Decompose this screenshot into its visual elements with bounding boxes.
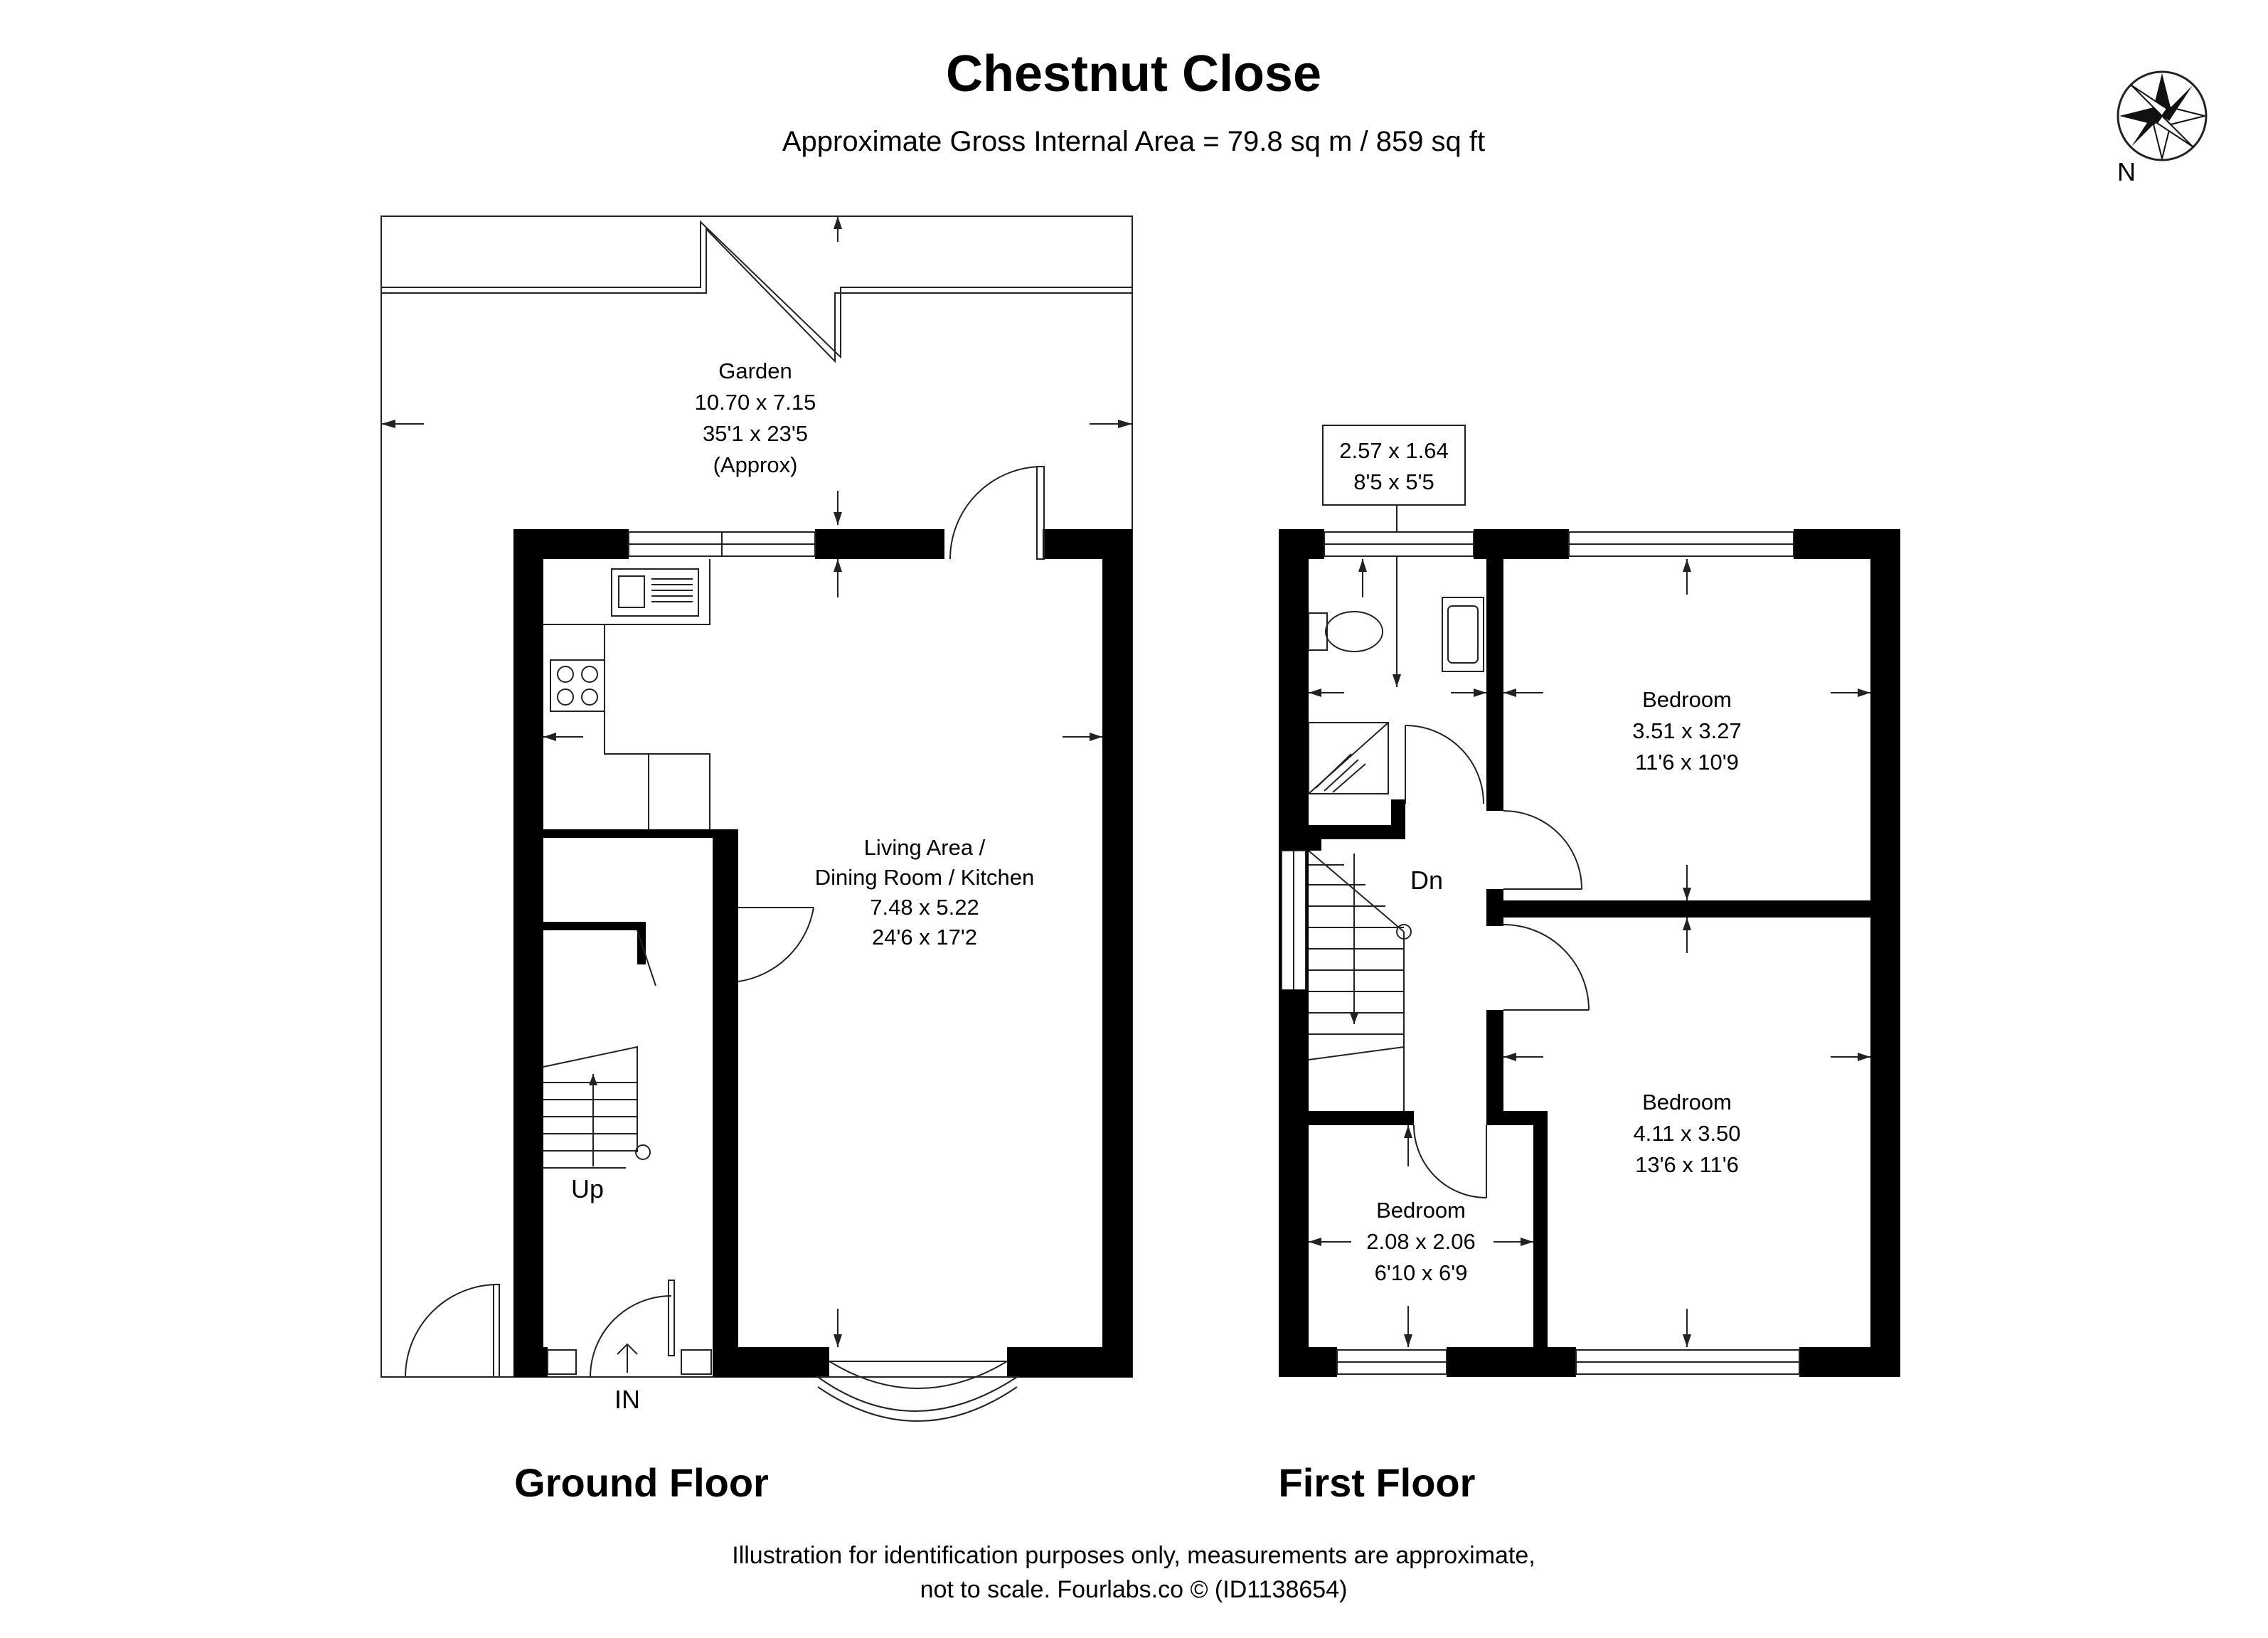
bedroom-2-metric-size: 4.11 x 3.50 (1633, 1121, 1740, 1146)
kitchen-units (543, 559, 710, 829)
stairs-down-label: Dn (1410, 866, 1443, 895)
bathroom-metric-size: 2.57 x 1.64 (1339, 438, 1448, 463)
first-floor-dimension-arrows (1309, 559, 1870, 1347)
garden-imperial-size: 35'1 x 23'5 (703, 421, 808, 446)
ground-floor-title: Ground Floor (514, 1460, 769, 1505)
page-subtitle: Approximate Gross Internal Area = 79.8 s… (782, 126, 1485, 157)
compass-north-label: N (2117, 157, 2136, 186)
rear-window-icon (628, 531, 816, 557)
bedroom-1-door-icon (1503, 810, 1582, 890)
stairs-up-label: Up (571, 1174, 604, 1203)
first-floor-walls (1279, 529, 1900, 1377)
first-floor-stairs (1308, 850, 1412, 1111)
garden-dimension-arrows (381, 216, 1132, 525)
bedroom-2-imperial-size: 13'6 x 11'6 (1635, 1152, 1739, 1177)
bathroom-imperial-size: 8'5 x 5'5 (1353, 469, 1434, 494)
disclaimer-line-1: Illustration for identification purposes… (732, 1542, 1535, 1569)
bedroom-3-door-icon (1413, 1124, 1487, 1198)
living-label-line2: Dining Room / Kitchen (815, 865, 1034, 890)
bedroom-1-metric-size: 3.51 x 3.27 (1632, 718, 1741, 743)
garden-metric-size: 10.70 x 7.15 (695, 390, 816, 415)
bedroom-3-imperial-size: 6'10 x 6'9 (1375, 1260, 1468, 1285)
basin-icon (1442, 597, 1484, 672)
ground-floor-plan: Garden 10.70 x 7.15 35'1 x 23'5 (Approx)… (380, 216, 1133, 1422)
shower-icon (1308, 722, 1389, 794)
garden-approx-note: (Approx) (713, 452, 798, 477)
toilet-icon (1308, 611, 1383, 652)
living-door-icon (738, 907, 814, 982)
bedroom-1-label: Bedroom (1642, 687, 1732, 712)
first-floor-title: First Floor (1279, 1460, 1476, 1505)
living-dimension-arrows (543, 559, 1102, 1347)
living-label-line1: Living Area / (864, 835, 986, 860)
bedroom-3-label: Bedroom (1376, 1198, 1466, 1223)
disclaimer-line-2: not to scale. Fourlabs.co © (ID1138654) (920, 1576, 1348, 1603)
front-door-icon (547, 1280, 712, 1378)
hob-icon (550, 659, 605, 712)
garden-gate-icon (405, 1284, 500, 1378)
entrance-label: IN (614, 1385, 640, 1414)
sink-icon (651, 578, 693, 602)
bedroom-3-metric-size: 2.08 x 2.06 (1366, 1229, 1475, 1254)
page-title: Chestnut Close (946, 46, 1321, 102)
ground-floor-walls (513, 529, 1132, 1377)
bedroom-2-label: Bedroom (1642, 1090, 1732, 1115)
garden-label: Garden (718, 358, 792, 383)
bathroom-door-icon (1405, 725, 1484, 804)
bay-window-icon (815, 1361, 1020, 1422)
bedroom-1-imperial-size: 11'6 x 10'9 (1635, 750, 1739, 775)
first-floor-window-icon (1279, 531, 1800, 1375)
first-floor-plan: 2.57 x 1.64 8'5 x 5'5 Dn Bedroom 3.51 x … (1279, 425, 1900, 1377)
rear-door-icon (949, 466, 1045, 560)
ground-floor-stairs (543, 930, 656, 1169)
compass-rose-icon (2117, 70, 2208, 161)
living-imperial-size: 24'6 x 17'2 (872, 925, 977, 950)
living-metric-size: 7.48 x 5.22 (870, 895, 979, 920)
bedroom-2-door-icon (1503, 924, 1590, 1011)
